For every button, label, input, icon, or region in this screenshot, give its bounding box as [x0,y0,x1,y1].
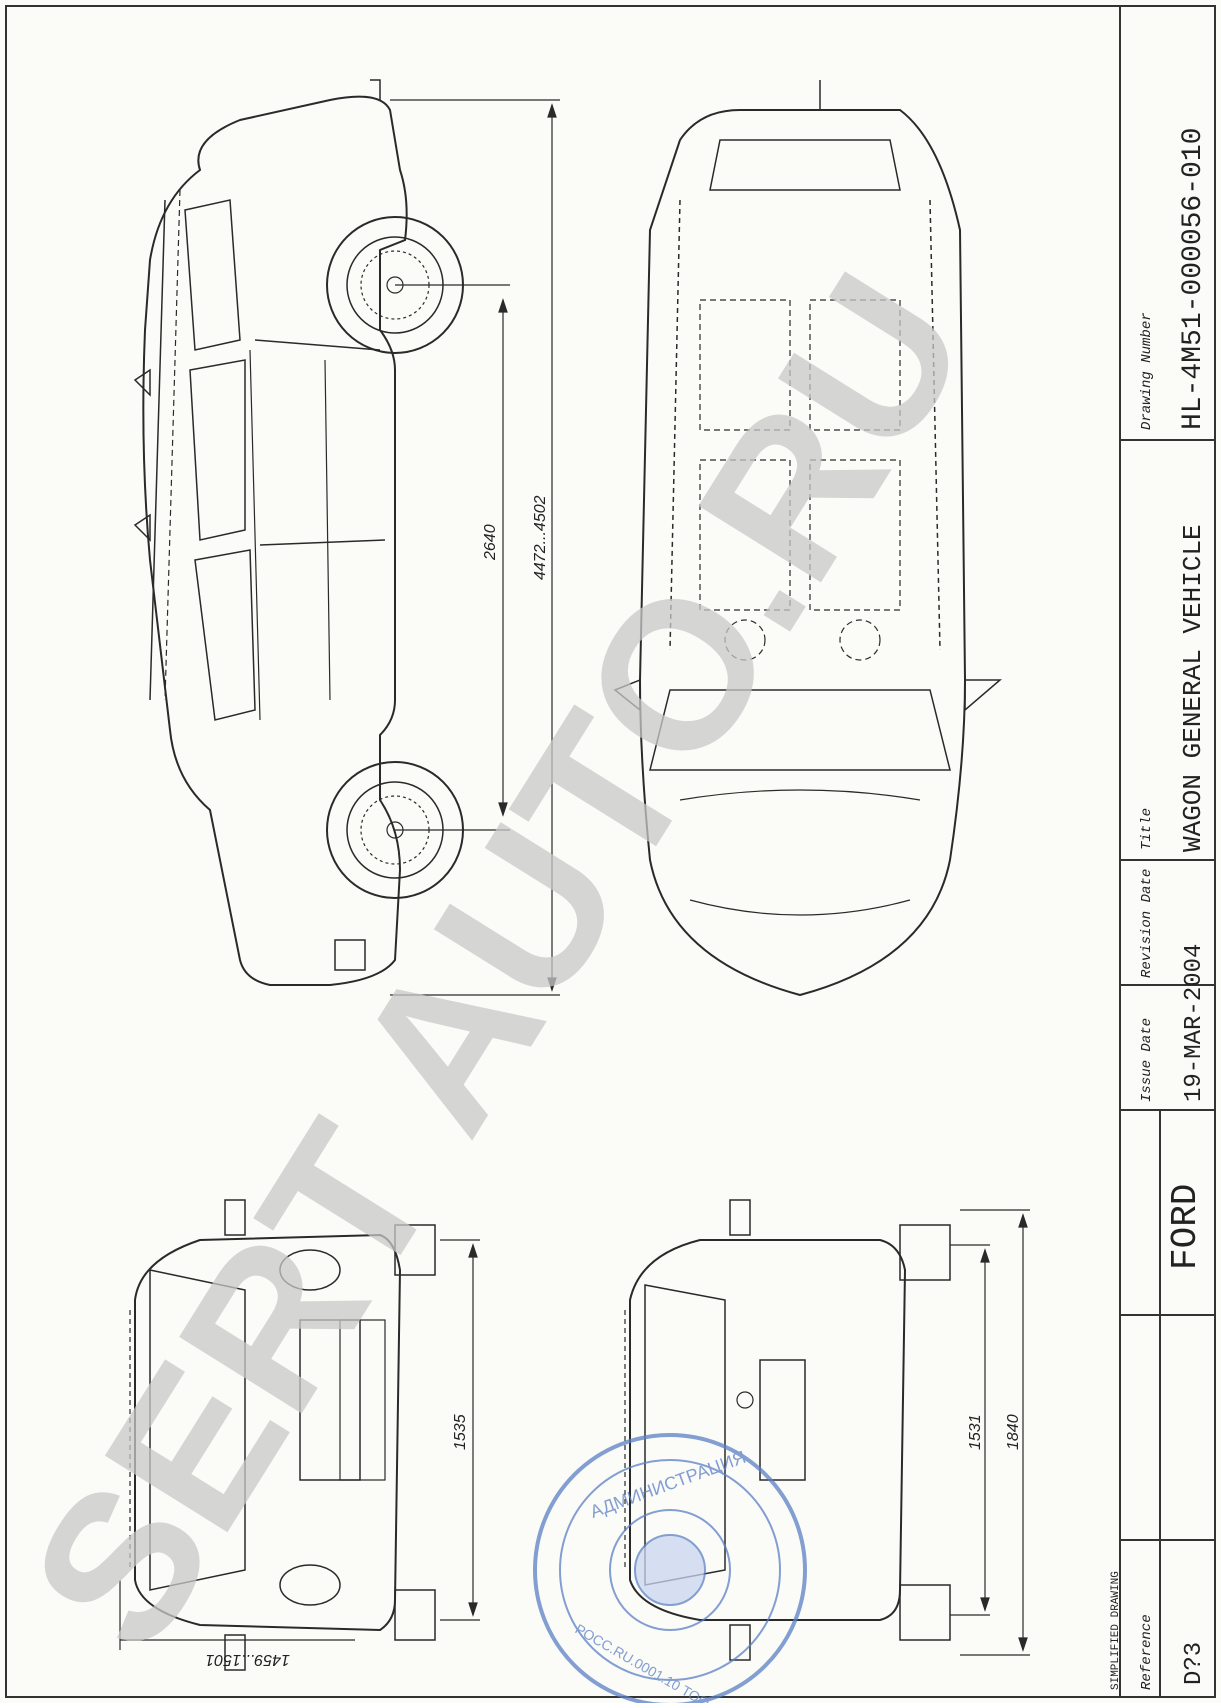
rear-view [624,1199,951,1661]
reference-label: Reference [1139,1614,1155,1690]
revision-date-label: Revision Date [1139,869,1155,978]
side-view [133,79,464,986]
rear-track-label: 1531 [967,1414,984,1450]
title-value: WAGON GENERAL VEHICLE [1178,524,1208,852]
watermark-text: SERT AUTO.RU [0,236,1012,1686]
title-label: Title [1139,808,1155,850]
vehicle-height-label: 1459...1501 [205,1651,290,1668]
rear-dimension-lines [950,1209,1030,1656]
drawing-number-value: HL-4M51-000056-010 [1178,128,1209,430]
company-name: FORD [1165,1184,1206,1270]
overall-length-label: 4472...4502 [532,495,549,580]
sheet-type-label: SIMPLIFIED DRAWING [1110,1571,1122,1690]
sheet-border [5,5,1216,1698]
front-dimension-lines [119,1239,480,1650]
wheelbase-label: 2640 [482,524,499,561]
issue-date-value: 19-MAR-2004 [1181,944,1208,1102]
side-dimension-lines [390,99,560,996]
overall-width-label: 1840 [1005,1414,1022,1450]
issue-date-label: Issue Date [1139,1018,1155,1102]
top-view [613,80,1003,997]
certification-stamp: АДМИНИСТРАЦИЯ РОСС.RU.0001.10 ТОО [533,1433,807,1708]
drawing-number-label: Drawing Number [1139,312,1155,430]
reference-value: D?3 [1181,1642,1208,1685]
front-view [129,1199,436,1671]
title-block [1119,6,1215,1697]
front-track-label: 1535 [452,1414,469,1450]
stamp-text-bottom: РОСС.RU.0001.10 ТОО [573,1621,713,1703]
